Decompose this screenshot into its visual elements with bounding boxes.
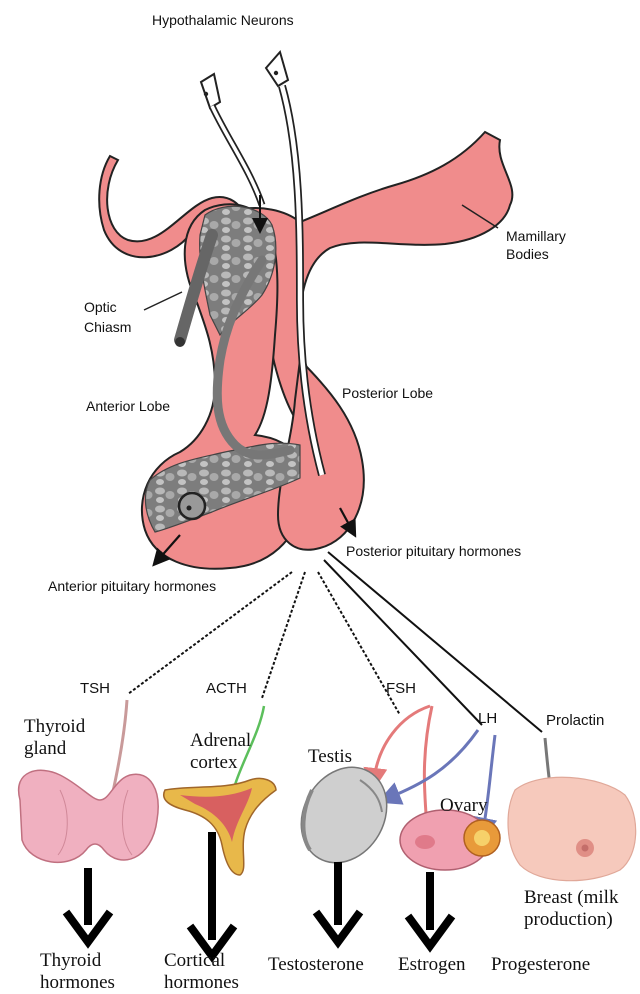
thyroid-gland bbox=[19, 770, 159, 862]
testis bbox=[284, 752, 403, 879]
adrenal-cortex bbox=[164, 778, 276, 875]
testis-label: Testis bbox=[308, 746, 352, 768]
optic-chiasm-label: Optic Chiasm bbox=[84, 297, 131, 337]
breast bbox=[508, 777, 636, 880]
stalk-and-mamillary-arm bbox=[238, 132, 512, 420]
prolactin-label: Prolactin bbox=[546, 712, 604, 729]
breast-label: Breast (milk production) bbox=[524, 887, 618, 931]
estrogen-label: Estrogen bbox=[398, 954, 466, 976]
lh-label: LH bbox=[478, 710, 497, 727]
posterior-lobe-label: Posterior Lobe bbox=[342, 385, 433, 401]
neuron-2 bbox=[266, 52, 288, 86]
adrenal-cortex-label: Adrenal cortex bbox=[190, 730, 251, 774]
testosterone-label: Testosterone bbox=[268, 954, 364, 976]
mamillary-bodies-label: Mamillary Bodies bbox=[506, 227, 566, 263]
ovary-label: Ovary bbox=[440, 795, 487, 817]
tsh-label: TSH bbox=[80, 680, 110, 697]
thyroid-hormones-label: Thyroid hormones bbox=[40, 950, 115, 994]
posterior-hormones-label: Posterior pituitary hormones bbox=[346, 543, 521, 559]
progesterone-label: Progesterone bbox=[491, 954, 590, 976]
fsh-label: FSH bbox=[386, 680, 416, 697]
neuron-1 bbox=[201, 74, 220, 108]
cortical-hormones-label: Cortical hormones bbox=[164, 950, 239, 994]
gland-cell bbox=[179, 493, 205, 519]
acth-label: ACTH bbox=[206, 680, 247, 697]
hypothalamic-neurons-label: Hypothalamic Neurons bbox=[152, 12, 294, 28]
anterior-hormones-label: Anterior pituitary hormones bbox=[48, 578, 216, 594]
thyroid-gland-label: Thyroid gland bbox=[24, 716, 85, 760]
anterior-lobe-label: Anterior Lobe bbox=[86, 398, 170, 414]
